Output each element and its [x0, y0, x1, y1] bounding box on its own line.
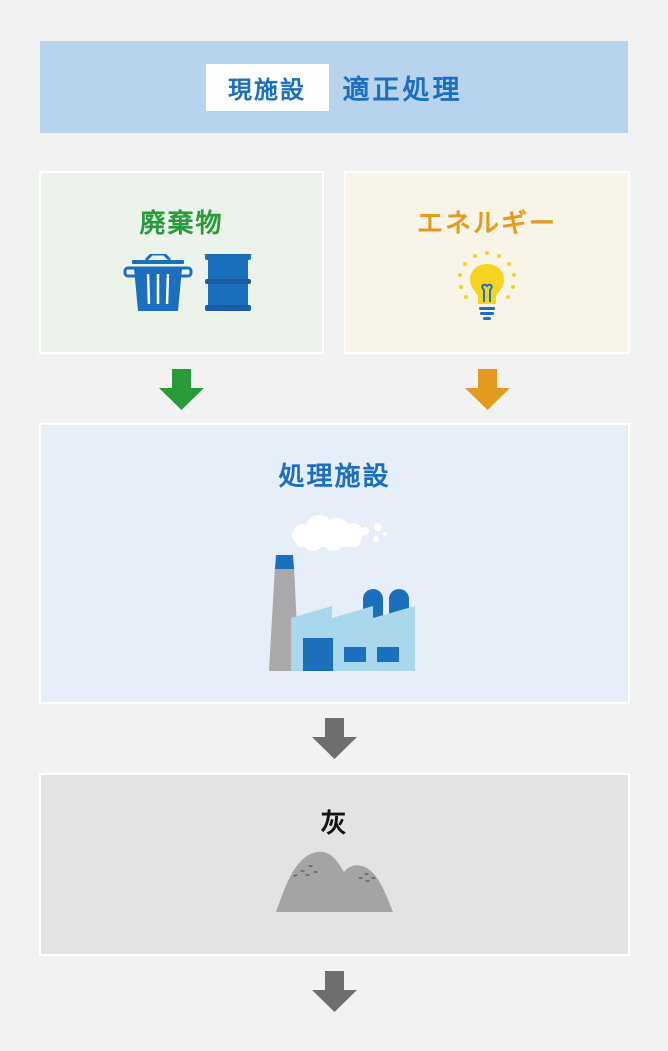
ash-pile-icon — [275, 851, 393, 912]
trash-can-icon — [123, 254, 192, 311]
waste-icons — [123, 254, 252, 311]
energy-title: エネルギー — [416, 209, 557, 239]
factory-icon — [268, 515, 415, 671]
ash-title: 灰 — [320, 809, 349, 839]
header-banner: 現施設 適正処理 — [40, 41, 628, 133]
gray-down-arrow-bottom-icon — [312, 971, 357, 1012]
energy-box: エネルギー — [344, 171, 630, 354]
current-facility-badge: 現施設 — [205, 63, 329, 111]
waste-title: 廃棄物 — [139, 209, 224, 239]
orange-down-arrow-icon — [465, 369, 510, 410]
facility-title: 処理施設 — [278, 462, 391, 492]
oil-drum-icon — [203, 254, 252, 311]
green-down-arrow-icon — [159, 369, 204, 410]
facility-box: 処理施設 — [39, 423, 630, 704]
header-title: 適正処理 — [342, 74, 463, 106]
ash-box: 灰 — [39, 773, 630, 956]
waste-box: 廃棄物 — [39, 171, 324, 354]
gray-down-arrow-icon — [312, 718, 357, 759]
light-bulb-icon — [458, 251, 516, 320]
